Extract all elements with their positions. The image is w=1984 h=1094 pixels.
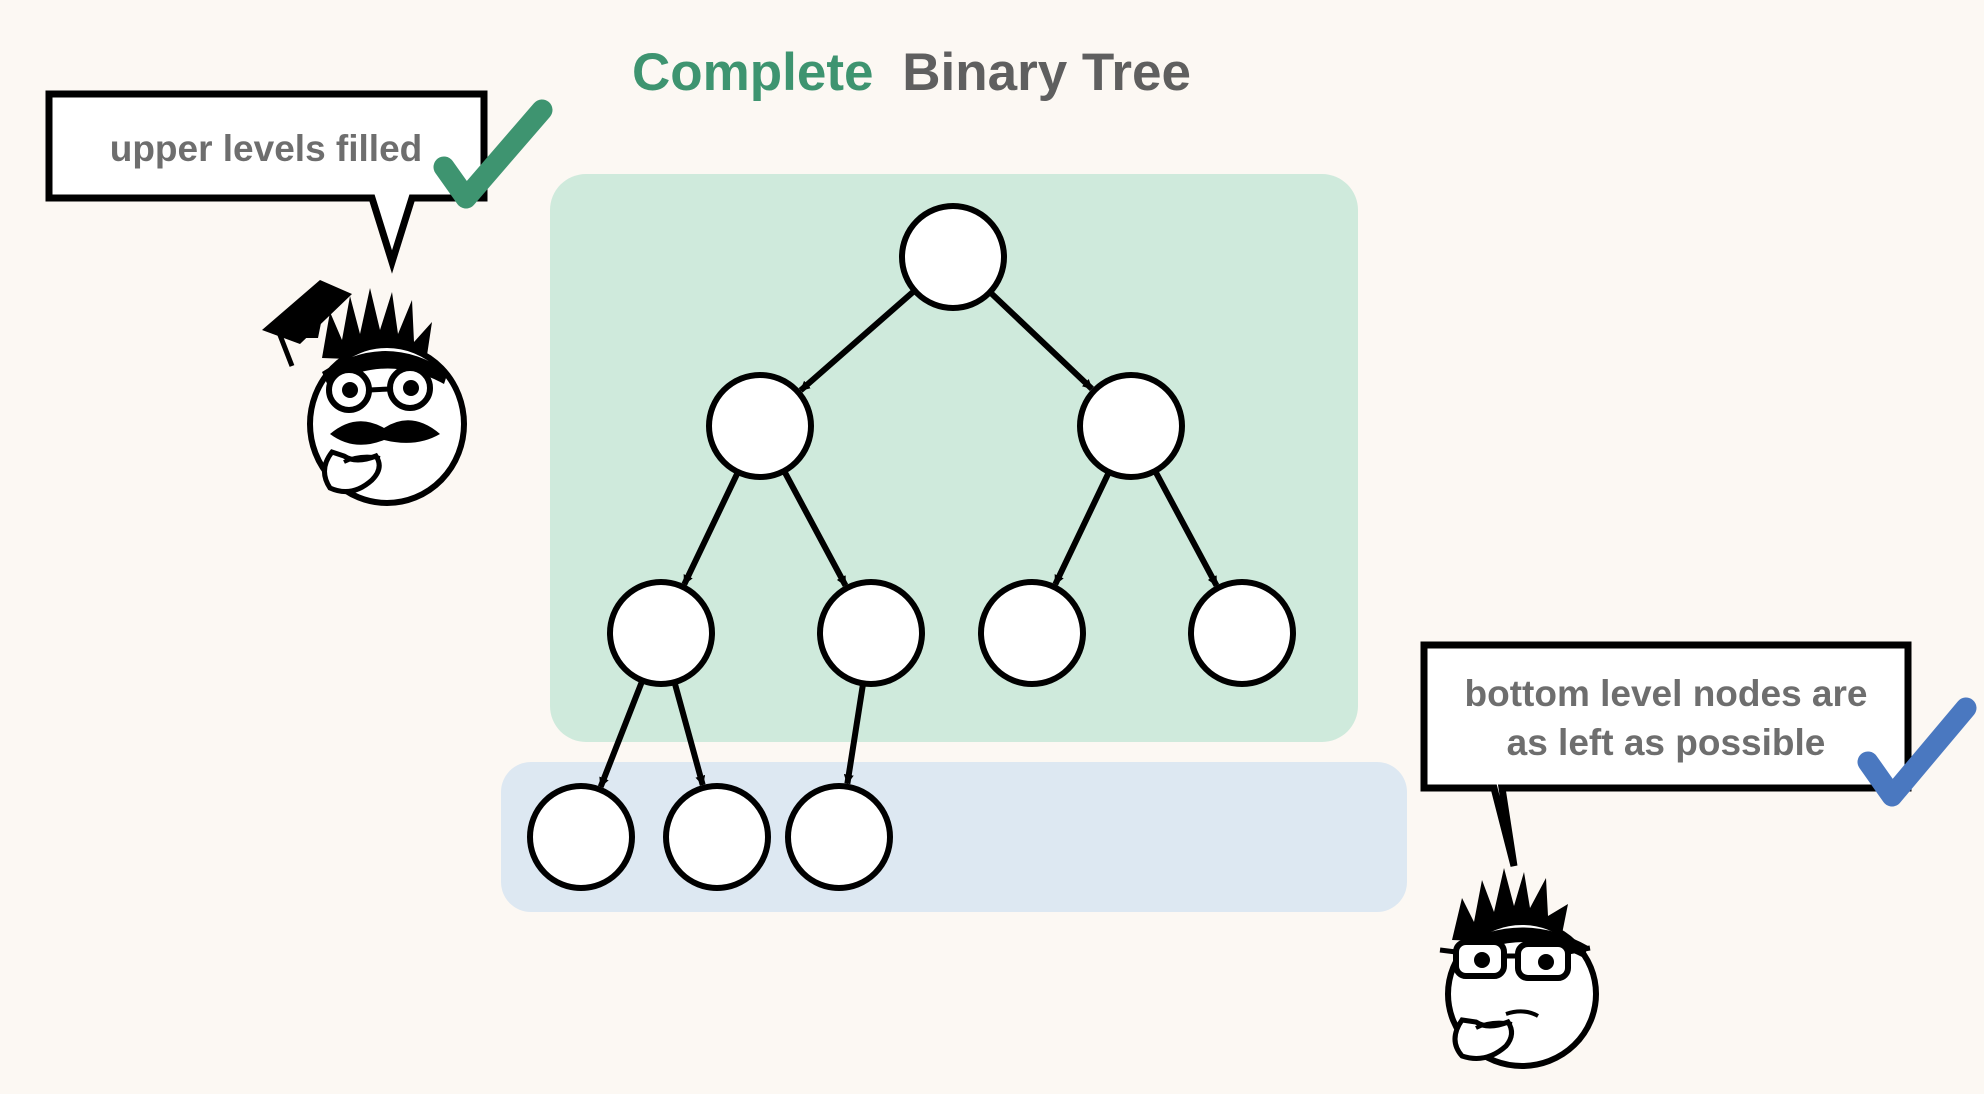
- tree-edge-arrow: [597, 681, 645, 788]
- bottom-level-region: [501, 762, 1407, 912]
- tree-node: [817, 579, 925, 687]
- tree-node: [785, 783, 893, 891]
- tree-edges: [597, 289, 1220, 788]
- tree-node: [663, 783, 771, 891]
- tree-edge-arrow: [1052, 472, 1111, 586]
- tree-node: [1077, 372, 1185, 480]
- upper-levels-region: [550, 174, 1358, 742]
- tree-edge-arrow: [989, 291, 1094, 391]
- tree-node: [899, 203, 1007, 311]
- tree-nodes: [527, 203, 1296, 891]
- tree-node: [706, 372, 814, 480]
- tree-edge-arrow: [672, 683, 706, 786]
- tree-edge-arrow: [798, 289, 916, 393]
- tree-edge-arrow: [681, 472, 740, 586]
- check-icon: [1857, 697, 1977, 807]
- tree-node: [978, 579, 1086, 687]
- left-bubble-text: upper levels filled: [110, 128, 423, 169]
- student-with-glasses-icon: [1439, 868, 1599, 1069]
- check-icon: [433, 99, 553, 209]
- tree-node: [527, 783, 635, 891]
- tree-edge-arrow: [843, 684, 866, 785]
- title-highlight: Complete: [632, 43, 873, 102]
- right-bubble-text-line2: as left as possible: [1507, 722, 1826, 763]
- tree-node: [607, 579, 715, 687]
- diagram-title: Complete Binary Tree: [632, 43, 1191, 102]
- title-rest: Binary Tree: [902, 43, 1191, 102]
- tree-edge-arrow: [782, 471, 849, 587]
- tree-node: [1188, 579, 1296, 687]
- tree-edge-arrow: [1153, 471, 1220, 587]
- professor-with-graduation-cap-icon: [262, 280, 467, 506]
- right-bubble-text-line1: bottom level nodes are: [1465, 673, 1868, 714]
- left-speech-bubble: upper levels filled: [45, 90, 488, 274]
- right-speech-bubble: bottom level nodes are as left as possib…: [1420, 641, 1912, 867]
